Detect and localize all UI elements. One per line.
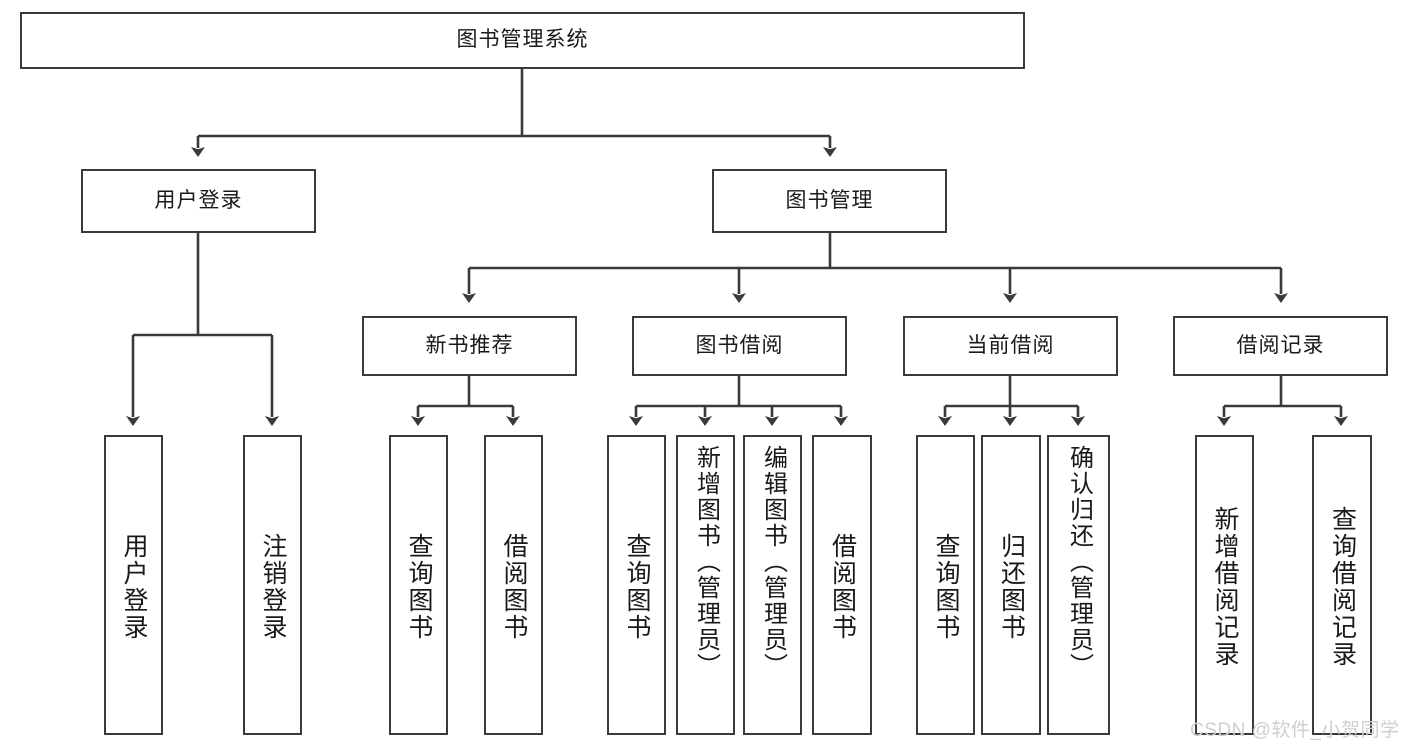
- node-label: 查询图书: [932, 533, 960, 641]
- csdn-watermark: CSDN @软件_小贺同学: [1190, 720, 1400, 741]
- node-book-borrow[interactable]: 图书借阅: [632, 316, 847, 376]
- node-label: 图书管理: [785, 188, 874, 212]
- node-root-system[interactable]: 图书管理系统: [20, 12, 1025, 69]
- leaf-borrow-book-2[interactable]: 借阅图书: [812, 435, 872, 735]
- leaf-user-login[interactable]: 用户登录: [104, 435, 163, 735]
- node-label: 用户登录: [154, 188, 243, 212]
- node-label: 借阅图书: [828, 533, 857, 641]
- node-book-manage[interactable]: 图书管理: [712, 169, 947, 233]
- leaf-borrow-book-1[interactable]: 借阅图书: [484, 435, 543, 735]
- leaf-confirm-return[interactable]: 确认归还（管理员）: [1047, 435, 1110, 735]
- leaf-query-book-3[interactable]: 查询图书: [916, 435, 975, 735]
- node-label: 借阅图书: [500, 533, 528, 641]
- node-label: 图书管理系统: [456, 28, 589, 52]
- leaf-logout-login[interactable]: 注销登录: [243, 435, 302, 735]
- leaf-query-book-1[interactable]: 查询图书: [389, 435, 448, 735]
- node-label: 新书推荐: [425, 333, 514, 357]
- node-label: 查询图书: [623, 533, 651, 641]
- node-current-borrow[interactable]: 当前借阅: [903, 316, 1118, 376]
- node-borrow-record[interactable]: 借阅记录: [1173, 316, 1388, 376]
- node-user-login[interactable]: 用户登录: [81, 169, 316, 233]
- leaf-add-record[interactable]: 新增借阅记录: [1195, 435, 1254, 735]
- node-label: 查询借阅记录: [1328, 506, 1357, 668]
- node-label: 借阅记录: [1236, 333, 1325, 357]
- node-label: 新增借阅记录: [1211, 506, 1239, 668]
- leaf-add-book[interactable]: 新增图书（管理员）: [676, 435, 735, 735]
- node-label: 用户登录: [120, 533, 148, 641]
- leaf-query-record[interactable]: 查询借阅记录: [1312, 435, 1372, 735]
- node-label: 归还图书: [997, 533, 1026, 641]
- leaf-return-book[interactable]: 归还图书: [981, 435, 1041, 735]
- node-label: 查询图书: [405, 533, 433, 641]
- node-label: 新增图书（管理员）: [692, 445, 720, 679]
- node-new-book-recommend[interactable]: 新书推荐: [362, 316, 577, 376]
- leaf-query-book-2[interactable]: 查询图书: [607, 435, 666, 735]
- node-label: 图书借阅: [695, 333, 784, 357]
- node-label: 注销登录: [259, 533, 287, 641]
- leaf-edit-book[interactable]: 编辑图书（管理员）: [743, 435, 802, 735]
- node-label: 当前借阅: [966, 333, 1055, 357]
- node-label: 确认归还（管理员）: [1065, 445, 1093, 679]
- node-label: 编辑图书（管理员）: [759, 445, 787, 679]
